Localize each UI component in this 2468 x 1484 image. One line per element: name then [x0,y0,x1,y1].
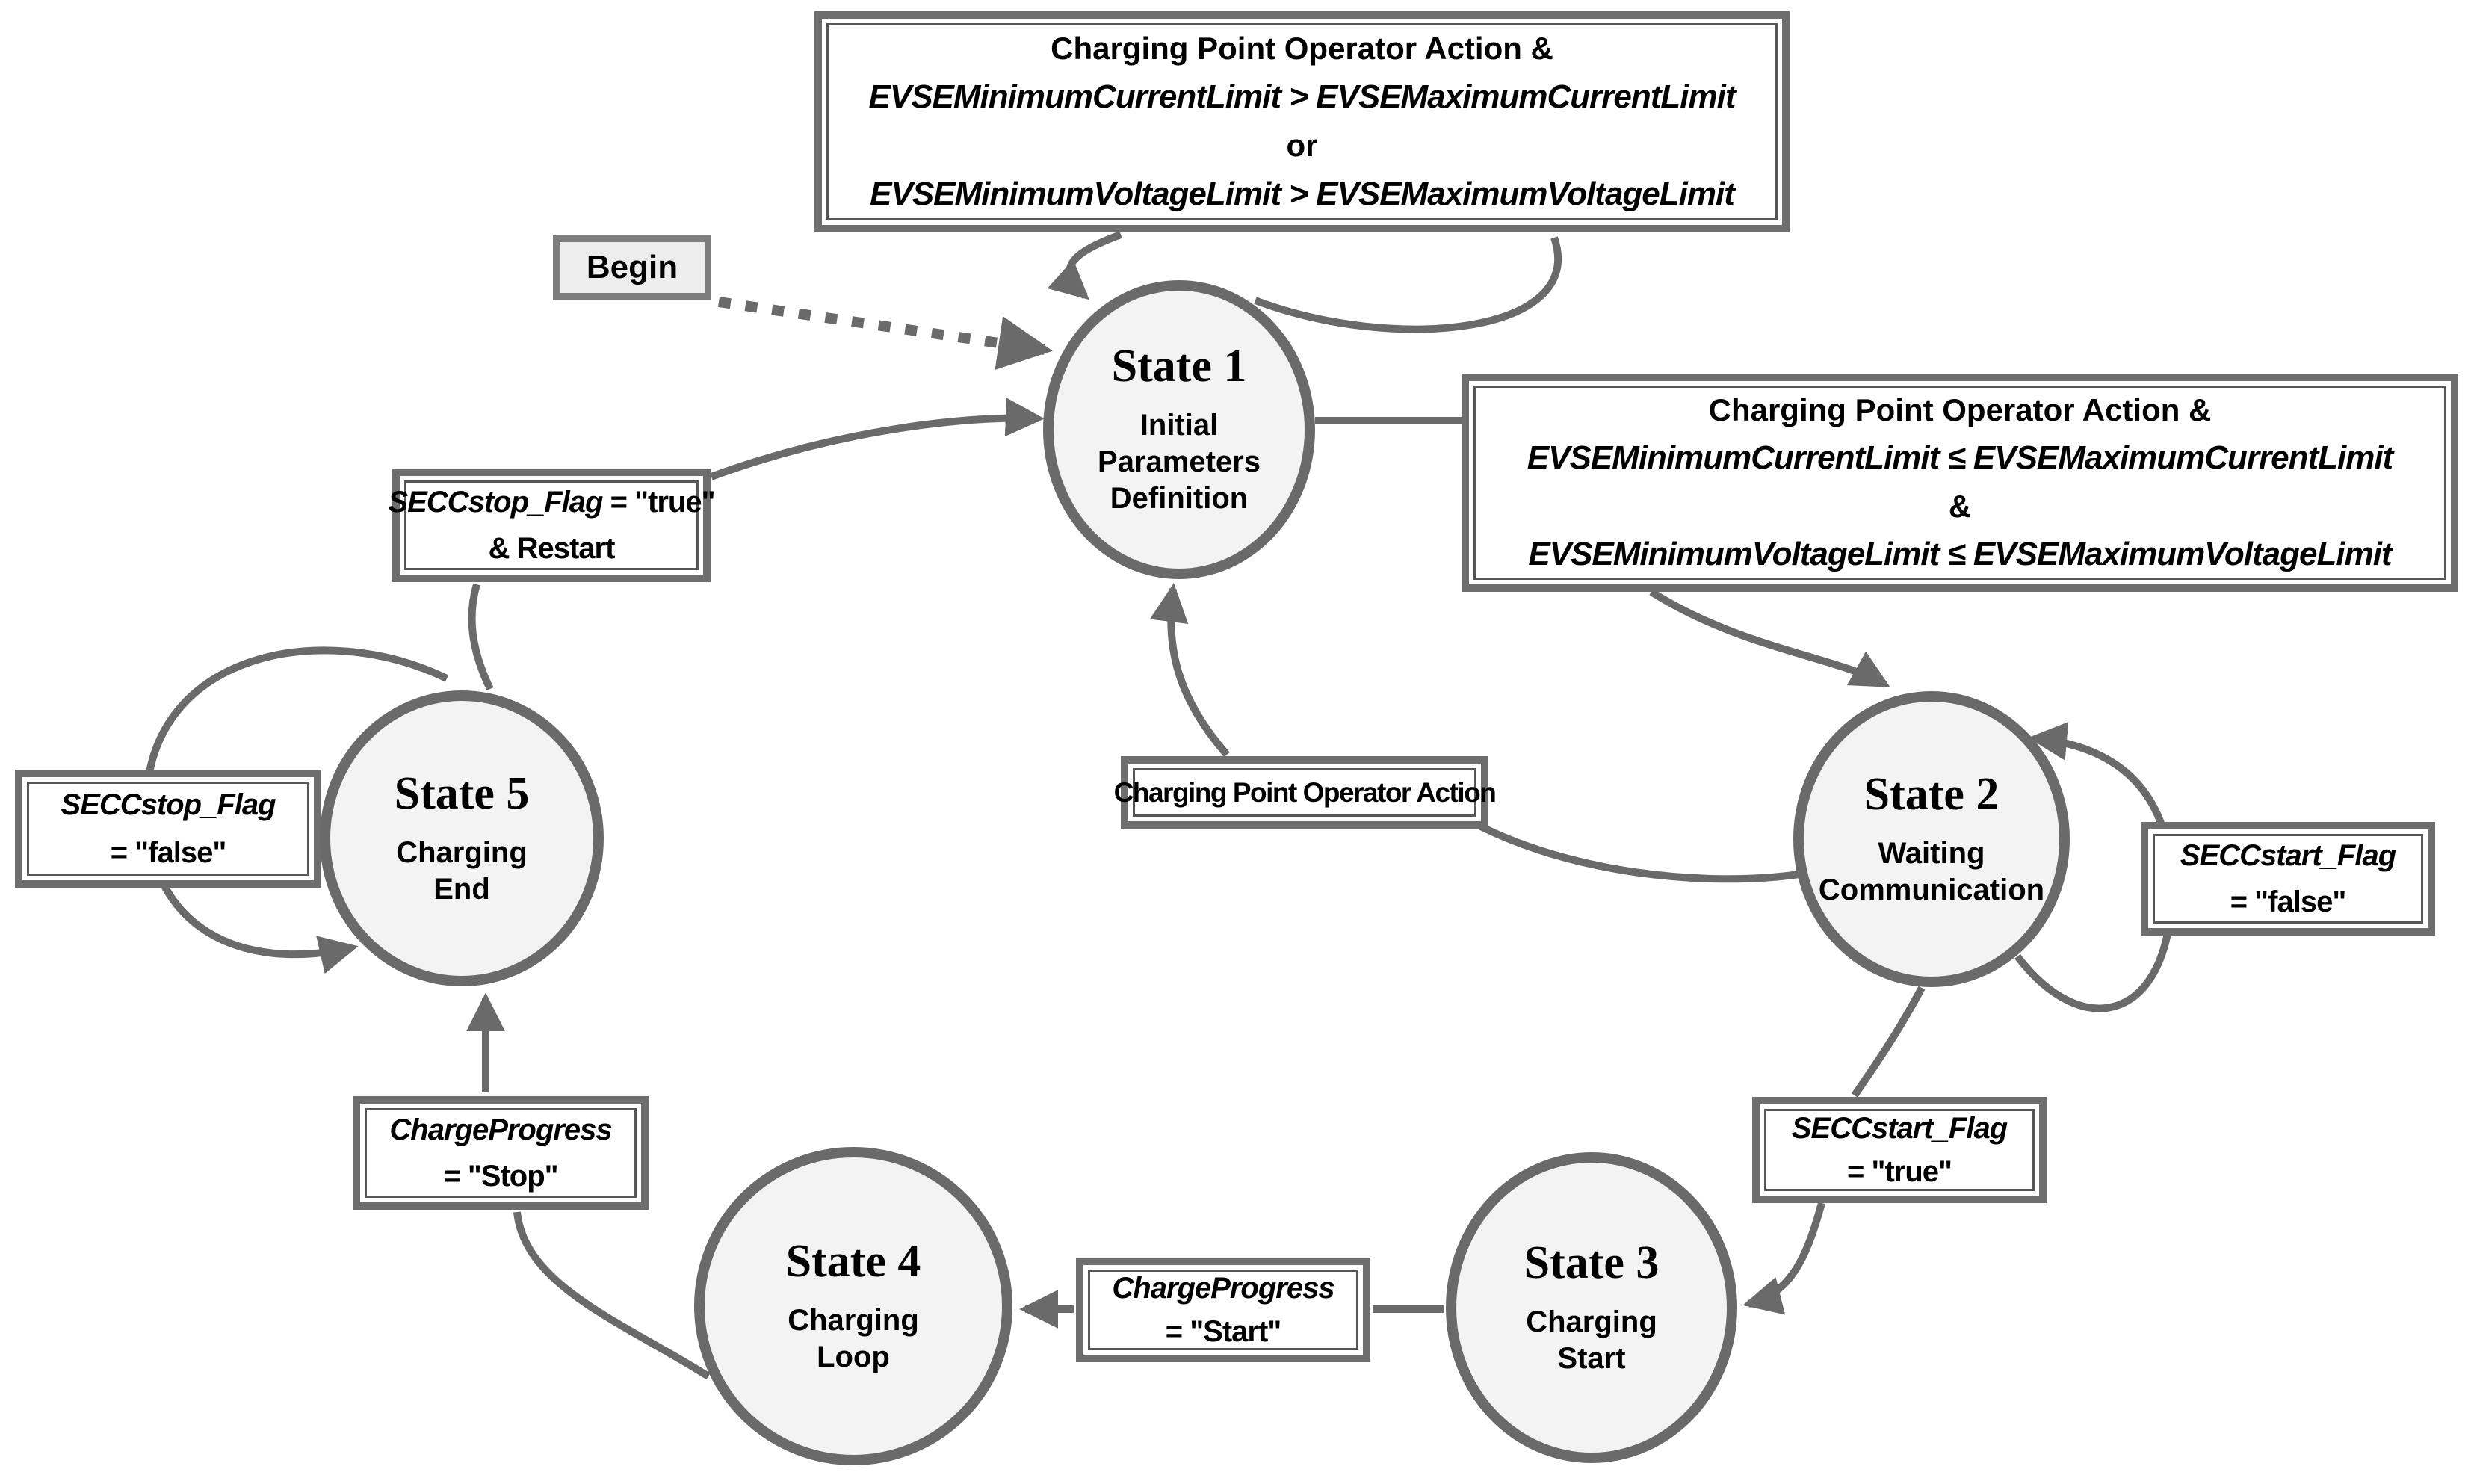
condition-line: EVSEMinimumVoltageLimit ≤ EVSEMaximumVol… [1528,535,2392,572]
condition-line: or [1286,128,1318,163]
condition-line: = "Stop" [443,1160,558,1193]
edge-state1-selfloop-in [1047,231,1122,300]
state-subtitle: Charging Start [1526,1305,1657,1375]
edge-operatoraction-to-state1 [1149,583,1230,758]
condition-line: & [1948,488,1972,524]
edge-state4-to-progressstop [513,1211,711,1380]
condition-line: & Restart [488,532,616,565]
edge-state2-to-starttrue [1851,986,1926,1098]
state-title: State 3 [1524,1237,1660,1288]
state-subtitle: Initial Parameters Definition [1098,409,1261,515]
restart-condition-box: SECCstop_Flag = "true" & Restart [388,469,716,582]
chargeprogress-stop-box: ChargeProgress = "Stop" [353,1096,649,1210]
state-title: State 5 [394,767,530,819]
condition-line: EVSEMinimumCurrentLimit ≤ EVSEMaximumCur… [1527,439,2393,477]
condition-line: SECCstop_Flag [61,788,276,821]
condition-line: Charging Point Operator Action & [1708,392,2212,428]
condition-line: SECCstart_Flag [1791,1111,2008,1145]
state-subtitle: Charging Loop [788,1303,919,1373]
edge-state2-to-operatoraction [1470,818,1800,883]
state-1-node: State 1 Initial Parameters Definition [1043,280,1315,579]
operator-action-box: Charging Point Operator Action [1114,756,1497,829]
state-subtitle: Waiting Communication [1818,836,2045,906]
condition-line: EVSEMinimumVoltageLimit > EVSEMaximumVol… [870,176,1735,212]
condition-line: ChargeProgress [389,1113,612,1146]
condition-line: = "Start" [1165,1315,1282,1348]
state-title: State 4 [785,1235,921,1287]
condition-line: = "false" [2230,885,2347,918]
state-subtitle: Charging End [396,835,528,906]
edge-starttrue-to-state3 [1742,1202,1825,1315]
edge-rightbox-to-state2 [1649,588,1890,688]
top-condition-box: Charging Point Operator Action & EVSEMin… [814,11,1790,232]
condition-line: = "false" [110,836,227,869]
begin-label: Begin [586,249,678,285]
condition-line: SECCstop_Flag = "true" [388,486,715,519]
begin-box: Begin [553,235,711,300]
edge-state5-to-restart [468,583,494,691]
state-5-node: State 5 Charging End [320,690,604,986]
condition-line: EVSEMinimumCurrentLimit > EVSEMaximumCur… [868,78,1736,115]
edge-begin-to-state1 [717,297,1053,371]
edge-state1-selfloop-out [1254,236,1562,333]
condition-line: = "true" [1847,1155,1952,1189]
seccstart-true-box: SECCstart_Flag = "true" [1752,1097,2047,1203]
seccstop-false-box: SECCstop_Flag = "false" [15,770,321,888]
state-4-node: State 4 Charging Loop [694,1147,1012,1465]
condition-line: Charging Point Operator Action [1113,776,1497,808]
edge-restart-to-state1 [710,398,1045,480]
condition-line: ChargeProgress [1112,1272,1334,1305]
state-3-node: State 3 Charging Start [1446,1152,1737,1463]
condition-line: Charging Point Operator Action & [1051,31,1553,66]
chargeprogress-start-box: ChargeProgress = "Start" [1076,1258,1370,1362]
state-title: State 2 [1864,768,2000,820]
seccstart-false-box: SECCstart_Flag = "false" [2141,822,2435,936]
state-2-node: State 2 Waiting Communication [1793,691,2070,987]
condition-line: SECCstart_Flag [2180,839,2396,872]
right-condition-box: Charging Point Operator Action & EVSEMin… [1462,374,2458,592]
state-title: State 1 [1111,341,1247,392]
